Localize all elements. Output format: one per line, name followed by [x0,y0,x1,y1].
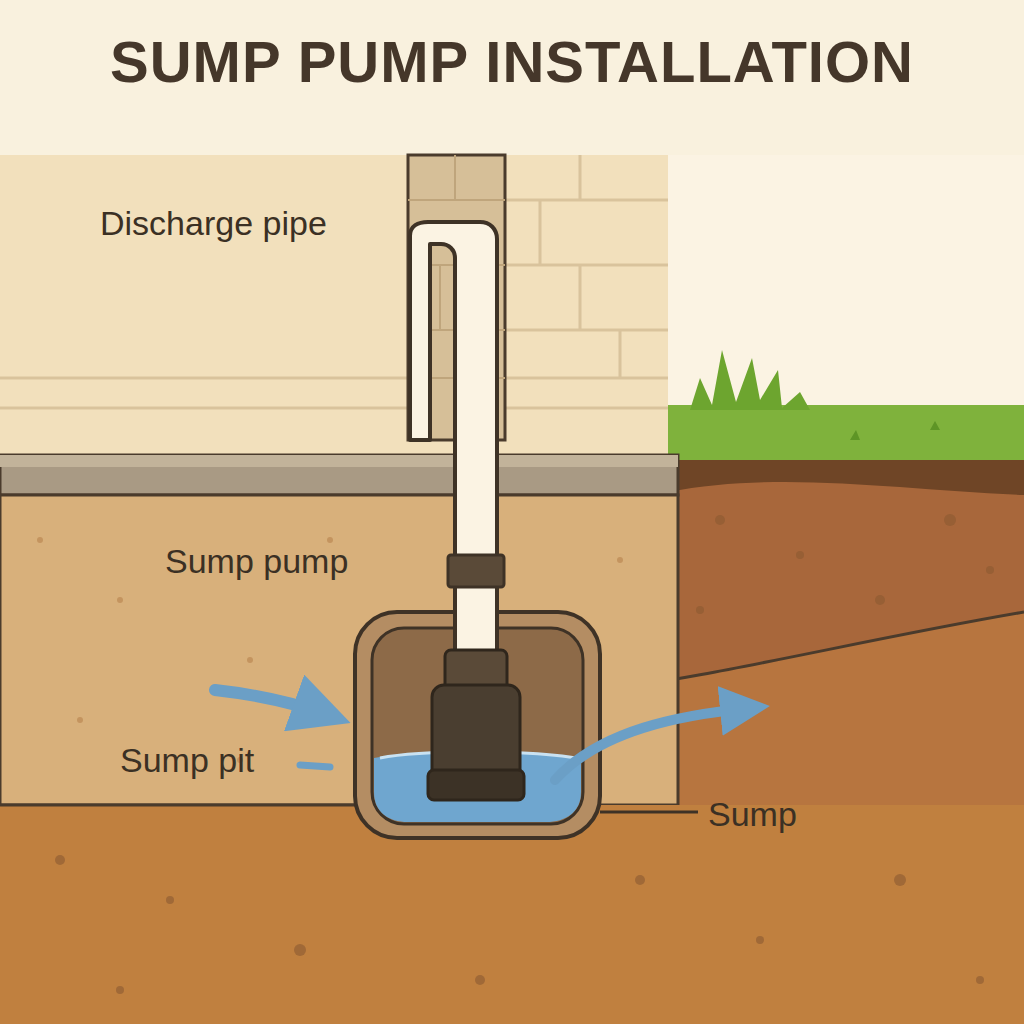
slab-top [0,455,678,467]
part-label: Sump pump [165,543,348,580]
grade-line [0,804,360,807]
part-label: Sump pit [120,742,254,779]
pipe-coupling [448,555,504,587]
part-label: Sump [708,796,797,833]
outflow-arrow [555,708,750,780]
floor-slab [0,455,678,495]
grass-tuft [690,350,810,410]
sky-band [0,155,1024,475]
discharge-pipe-shape [410,222,497,690]
siding-lines [0,155,668,408]
inflow-arrow [215,690,328,715]
lawn [668,405,1024,463]
grass-blades [850,421,940,440]
sump-pit-liner [372,628,583,824]
topsoil [668,460,1024,495]
part-label: Discharge pipe [100,205,327,242]
leader-line [600,811,698,814]
soil-dots [55,514,994,994]
pump-base [428,770,524,800]
house-wall [0,155,668,460]
diagram-title: SUMP PUMP INSTALLATION [110,30,914,94]
inflow-stroke [300,765,330,767]
